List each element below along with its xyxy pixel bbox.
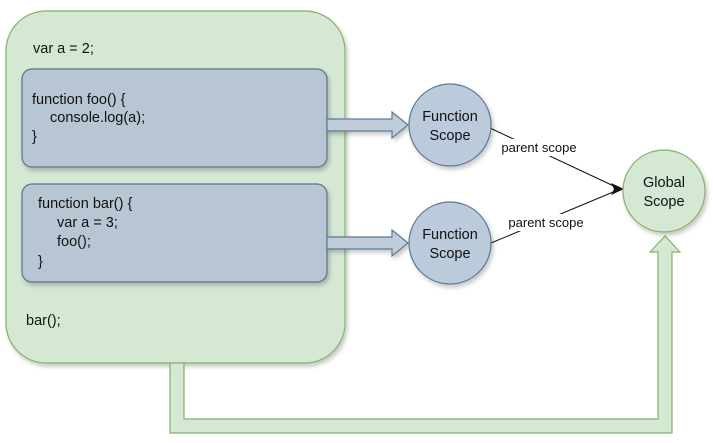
- foo-function-scope-node: [408, 83, 492, 167]
- bar-edge-label: parent scope: [508, 215, 583, 230]
- foo-to-scope-arrow: [326, 110, 409, 140]
- foo-function-block: [21, 68, 328, 168]
- bar-function-scope-node: [408, 201, 492, 285]
- global-scope-label-line-1: Global: [643, 175, 685, 191]
- foo-line-2: console.log(a);: [50, 110, 145, 126]
- global-scope-node: [622, 149, 706, 233]
- bar-line-1: function bar() {: [38, 196, 132, 212]
- foo-edge-label-bg: [495, 139, 583, 156]
- bar-call-statement: bar();: [26, 313, 61, 329]
- foo-scope-label-line-2: Scope: [429, 128, 470, 144]
- bar-line-2: var a = 3;: [57, 215, 118, 231]
- bar-line-4: }: [38, 254, 43, 270]
- global-scope-label-line-2: Scope: [643, 194, 684, 210]
- foo-line-3: }: [32, 129, 37, 145]
- bar-scope-label-line-2: Scope: [429, 246, 470, 262]
- global-arrowhead: [611, 183, 624, 195]
- foo-scope-label-line-1: Function: [422, 109, 478, 125]
- bar-function-block: [21, 183, 328, 283]
- var-a-statement: var a = 2;: [33, 41, 94, 57]
- foo-line-1: function foo() {: [32, 92, 126, 108]
- bar-scope-label-line-1: Function: [422, 227, 478, 243]
- bar-to-scope-arrow: [326, 228, 409, 258]
- bar-line-3: foo();: [57, 234, 91, 250]
- foo-scope-parent-edge: [489, 127, 619, 189]
- bar-edge-label-bg: [502, 214, 590, 231]
- foo-edge-label: parent scope: [501, 140, 576, 155]
- program-to-global-arrow: [169, 235, 682, 434]
